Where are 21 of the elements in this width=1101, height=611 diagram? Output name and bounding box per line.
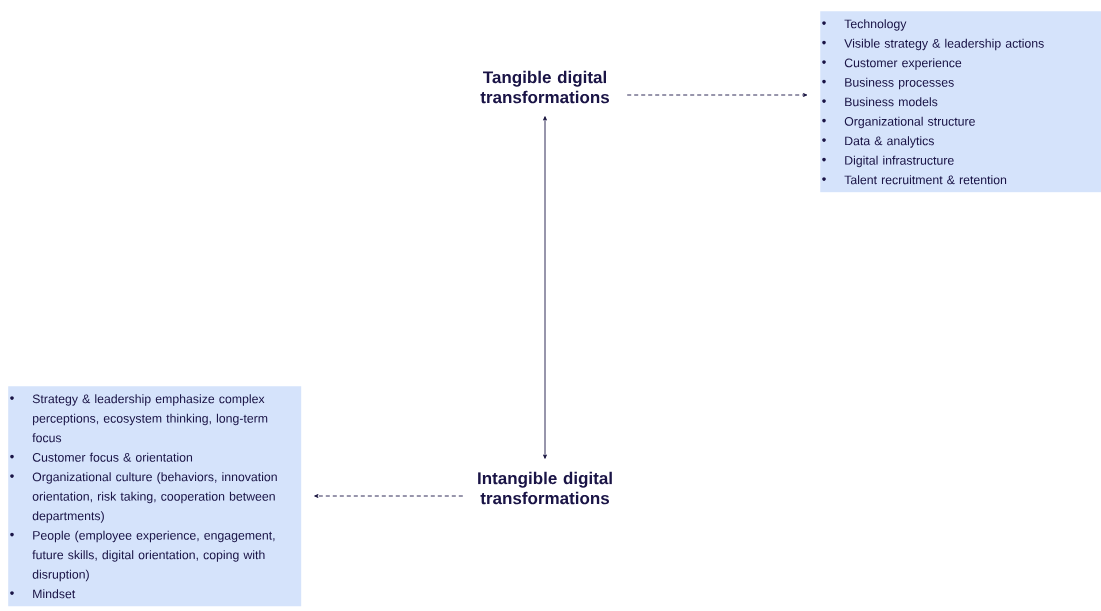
- list-item: People (employee experience, engagement, future skills, digital orientation, coping with disruption): [10, 530, 275, 582]
- list-item: Business models: [822, 97, 938, 107]
- list-item: Organizational structure: [822, 116, 975, 129]
- list-panel: [8, 386, 302, 607]
- list-item: Talent recruitment & retention: [822, 175, 1007, 185]
- list-item: Digital infrastructure: [822, 155, 954, 168]
- list-item: Technology: [822, 19, 907, 31]
- list-item: Strategy & leadership emphasize complex perceptions, ecosystem thinking, long-term focus: [10, 394, 268, 443]
- list-item: Customer experience: [822, 58, 962, 70]
- list-item: Organizational culture (behaviors, innovation orientation, risk taking, cooperation between departments): [10, 472, 277, 523]
- heading-text: Tangible digital transformations: [480, 70, 609, 104]
- list-item: Data & analytics: [822, 136, 934, 148]
- heading-text: Intangible digital transformations: [478, 471, 612, 505]
- arrow: [626, 93, 808, 97]
- list-item: Business processes: [822, 77, 954, 90]
- list-item: Visible strategy & leadership actions: [822, 38, 1044, 51]
- list-panel: [820, 11, 1101, 193]
- list-item: Mindset: [10, 589, 76, 599]
- arrow: [543, 116, 547, 459]
- arrow: [314, 494, 464, 498]
- list-item: Customer focus & orientation: [10, 452, 192, 462]
